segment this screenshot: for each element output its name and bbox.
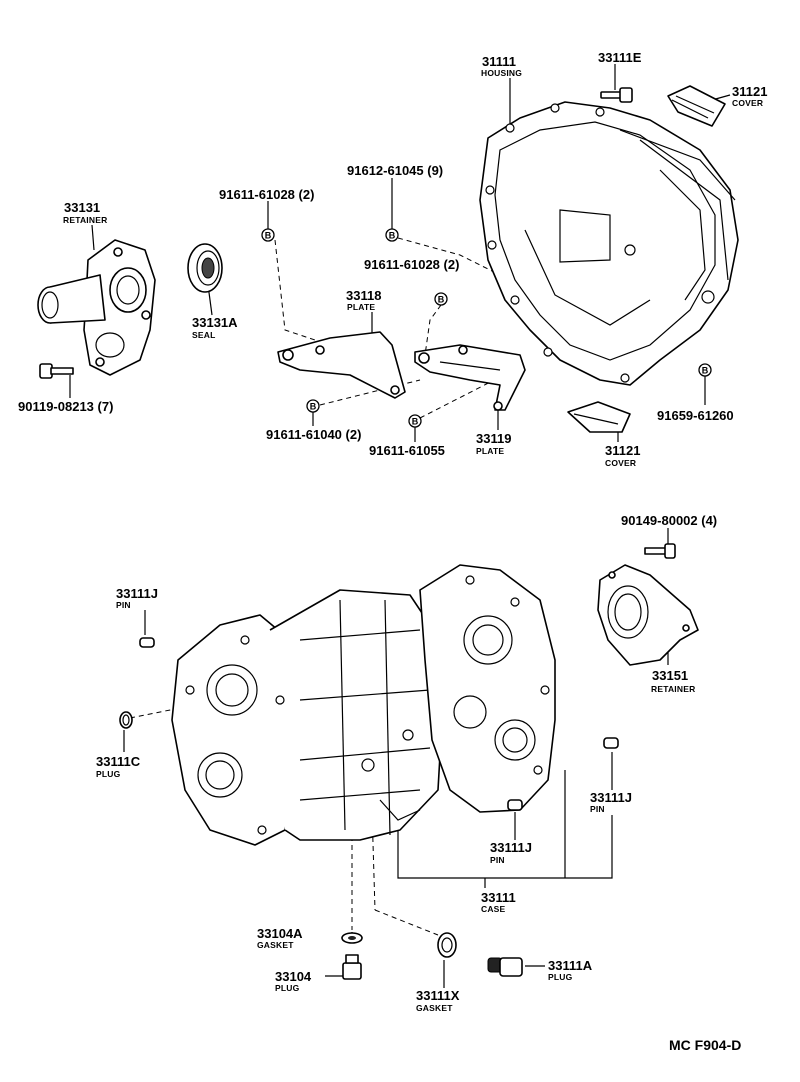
plug-33111c [119,711,133,729]
part-label-plate-33118: PLATE [347,302,375,312]
part-number-33111j-a: 33111J [116,586,158,601]
part-number-90149: 90149-80002 (4) [621,513,717,528]
part-number-33131: 33131 [64,200,100,215]
bolt-symbol-91612: B [385,228,399,242]
transmission-case-33111 [171,564,556,846]
part-label-case: CASE [481,904,506,914]
svg-text:B: B [438,294,445,304]
part-number-33111j-b: 33111J [590,790,632,805]
part-label-plug-33104: PLUG [275,983,300,993]
cover-31121-bottom [567,401,631,433]
part-number-91611-a: 91611-61028 (2) [219,187,314,202]
bell-housing-31111 [479,101,739,386]
bolt-symbol-91611-b: B [434,292,448,306]
part-label-plug-33111a: PLUG [548,972,573,982]
gasket-33104a [341,932,363,944]
part-label-pin-c: PIN [490,855,505,865]
part-label-plug-33111c: PLUG [96,769,121,779]
bolt-symbol-91611-55: B [408,414,422,428]
bolt-33111e [600,87,633,103]
part-label-retainer-33151: RETAINER [651,684,695,694]
part-label-housing: HOUSING [481,68,522,78]
part-number-33119: 33119 [476,431,511,446]
part-number-33151: 33151 [652,668,688,683]
part-label-cover-top: COVER [732,98,763,108]
part-number-33111e: 33111E [598,50,642,65]
retainer-33151 [597,564,699,666]
plug-33104 [342,954,362,980]
gasket-33111x [437,932,457,958]
svg-text:B: B [310,401,317,411]
pin-33111j-a [139,637,155,648]
svg-text:B: B [412,416,419,426]
part-label-seal: SEAL [192,330,215,340]
part-number-91611-b: 91611-61028 (2) [364,257,459,272]
pin-33111j-b [603,737,619,749]
part-number-33111-case: 33111 [481,890,516,905]
part-number-91611-40: 91611-61040 (2) [266,427,361,442]
diagram-code: MC F904-D [669,1037,741,1053]
part-number-31121-bottom: 31121 [605,443,640,458]
bolt-90149 [644,543,676,559]
part-number-33104a: 33104A [257,926,303,941]
part-number-33111c: 33111C [96,754,141,769]
retainer-33131 [37,239,156,376]
part-label-retainer: RETAINER [63,215,107,225]
part-number-33111a: 33111A [548,958,593,973]
bolt-symbol-91611-40: B [306,399,320,413]
bolt-90119 [39,363,74,379]
plate-33119 [414,344,526,411]
bolt-symbol-91659: B [698,363,712,377]
pin-33111j-c [507,799,523,811]
plate-33118 [277,331,406,399]
part-number-90119: 90119-08213 (7) [18,399,113,414]
part-label-gasket-33111x: GASKET [416,1003,453,1013]
seal-33131a [187,243,223,293]
part-label-pin-b: PIN [590,804,605,814]
part-number-33104: 33104 [275,969,312,984]
part-label-plate-33119: PLATE [476,446,504,456]
part-number-91659: 91659-61260 [657,408,734,423]
part-number-91612: 91612-61045 (9) [347,163,443,178]
svg-text:B: B [265,230,272,240]
part-number-33111j-c: 33111J [490,840,532,855]
svg-text:B: B [389,230,396,240]
part-label-pin-a: PIN [116,600,131,610]
part-number-31111-housing: 31111 [482,54,516,69]
svg-text:B: B [702,365,709,375]
part-number-33118: 33118 [346,288,381,303]
part-number-33111x: 33111X [416,988,460,1003]
callout-labels: 31111 HOUSING 33111E 31121 COVER 33131 R… [18,50,767,1053]
part-number-91611-55: 91611-61055 [369,443,445,458]
bolt-symbol-91611-a: B [261,228,275,242]
part-label-cover-bottom: COVER [605,458,636,468]
part-number-31121-top: 31121 [732,84,767,99]
part-label-gasket-33104a: GASKET [257,940,294,950]
plug-33111a [487,957,523,977]
cover-31121-top [667,85,726,127]
part-number-33131a: 33131A [192,315,238,330]
